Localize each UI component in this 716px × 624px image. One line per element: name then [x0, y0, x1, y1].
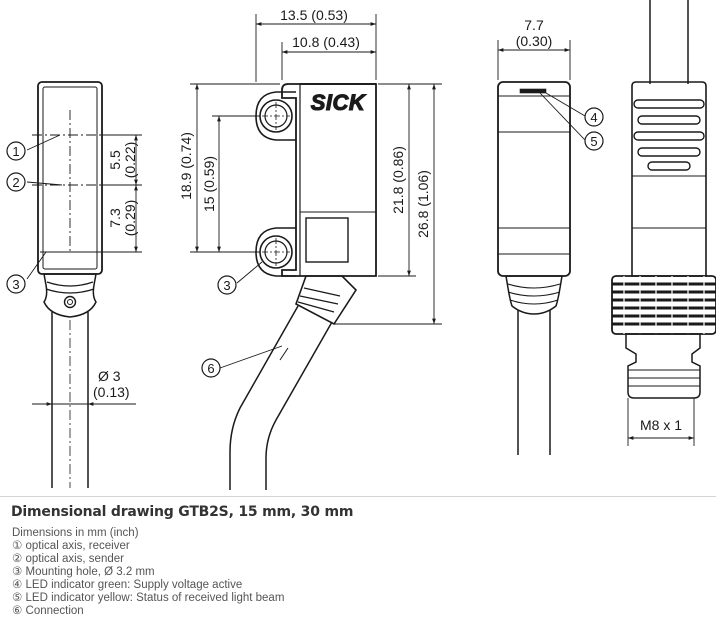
- width-total-dim-label: 13.5 (0.53): [280, 7, 348, 23]
- connector-view: [611, 0, 716, 446]
- narrow-housing: [497, 81, 571, 277]
- legend-item-number: ⑥: [12, 605, 23, 617]
- legend-units: Dimensions in mm (inch): [12, 527, 139, 539]
- legend-item-text: LED indicator yellow: Status of received…: [25, 592, 285, 604]
- side-cable-left: [229, 305, 299, 490]
- narrow-view: [497, 40, 586, 455]
- led-indicator: [519, 88, 547, 94]
- callout-6: 6: [207, 361, 214, 376]
- legend-item-text: Mounting hole, Ø 3.2 mm: [25, 566, 155, 578]
- callout-2: 2: [12, 175, 19, 190]
- legend-item-text: optical axis, receiver: [25, 540, 130, 552]
- front-screw: [63, 295, 77, 309]
- connector-boot: [631, 81, 707, 277]
- legend-item: ① optical axis, receiver: [12, 540, 284, 553]
- axis-2-dim-inch: (0.29): [122, 200, 138, 237]
- legend-item: ④ LED indicator green: Supply voltage ac…: [12, 579, 284, 592]
- dimensional-drawing: 5.5 (0.22) 7.3 (0.29) Ø 3 (0.13) 1 2 3: [6, 0, 716, 490]
- callout-5: 5: [590, 134, 597, 149]
- axis-1-dim-inch: (0.22): [122, 142, 138, 179]
- legend-item-text: optical axis, sender: [25, 553, 124, 565]
- cable-dia-label: Ø 3: [98, 368, 121, 384]
- side-view-labels: SICK 13.5 (0.53) 10.8 (0.43) 18.9 (0.74)…: [178, 7, 431, 238]
- height-c-dim-label: 21.8 (0.86): [390, 146, 406, 214]
- legend: Dimensions in mm (inch) ① optical axis, …: [12, 527, 284, 618]
- axis-1-dim-label: 5.5: [107, 150, 123, 170]
- caption-title: Dimensional drawing GTB2S, 15 mm, 30 mm: [11, 504, 354, 520]
- cable-dia-inch: (0.13): [93, 384, 130, 400]
- callout-3-front: 3: [12, 277, 19, 292]
- front-callouts: 1 2 3: [6, 141, 26, 294]
- width-inner-dim-label: 10.8 (0.43): [292, 34, 360, 50]
- depth-dim-inch: (0.30): [516, 33, 553, 49]
- connector-plug: [625, 333, 701, 399]
- legend-item-number: ③: [12, 566, 23, 578]
- legend-item-number: ②: [12, 553, 23, 565]
- side-callouts: 3 6: [201, 275, 237, 378]
- legend-item-text: Connection: [25, 605, 84, 617]
- callout-3-side: 3: [223, 278, 230, 293]
- side-view: [190, 14, 442, 490]
- legend-item-number: ④: [12, 579, 23, 591]
- narrow-strain-relief: [505, 275, 563, 315]
- legend-item: ⑥ Connection: [12, 605, 284, 618]
- depth-dim-label: 7.7: [524, 17, 544, 33]
- optics-window: [305, 217, 349, 263]
- caption-separator: [0, 496, 716, 497]
- height-b-dim-label: 15 (0.59): [201, 156, 217, 212]
- axis-2-dim-label: 7.3: [107, 208, 123, 228]
- callout-1: 1: [12, 144, 19, 159]
- callout-4: 4: [590, 110, 597, 125]
- legend-item-number: ①: [12, 540, 23, 552]
- front-view-labels: 5.5 (0.22) 7.3 (0.29) Ø 3 (0.13): [93, 142, 138, 400]
- connector-labels: M8 x 1: [640, 417, 682, 433]
- legend-item-number: ⑤: [12, 592, 23, 604]
- legend-item: ⑤ LED indicator yellow: Status of receiv…: [12, 592, 284, 605]
- front-view: [26, 81, 142, 488]
- side-strain-relief: [295, 275, 358, 326]
- side-cable-right: [265, 321, 333, 490]
- legend-item: ② optical axis, sender: [12, 553, 284, 566]
- brand-logo: SICK: [311, 90, 367, 115]
- height-d-dim-label: 26.8 (1.06): [415, 170, 431, 238]
- thread-dim-label: M8 x 1: [640, 417, 682, 433]
- height-a-dim-label: 18.9 (0.74): [178, 132, 194, 200]
- narrow-view-labels: 7.7 (0.30) 4 5: [516, 17, 604, 151]
- legend-item-text: LED indicator green: Supply voltage acti…: [25, 579, 243, 591]
- legend-item: ③ Mounting hole, Ø 3.2 mm: [12, 566, 284, 579]
- front-strain-relief: [43, 273, 97, 318]
